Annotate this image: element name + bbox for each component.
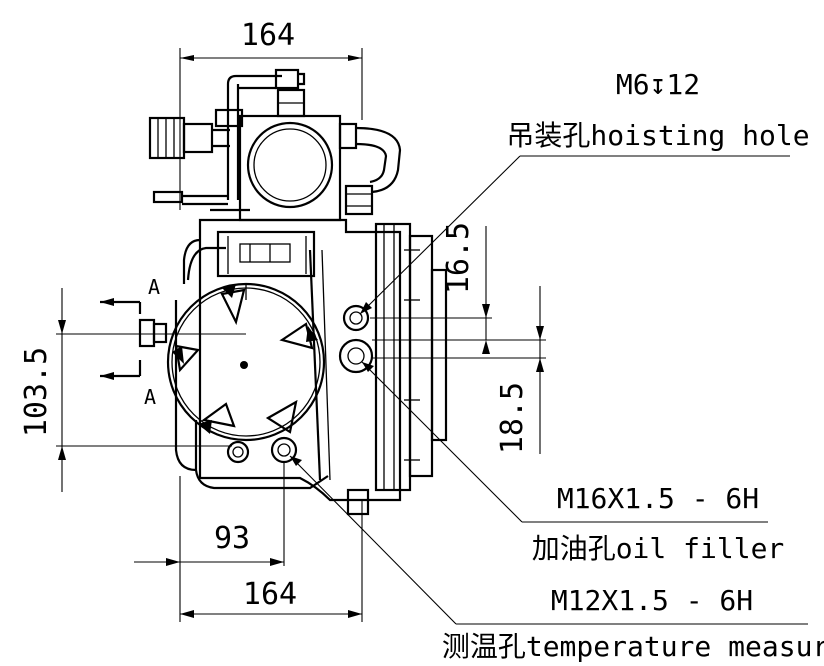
hoisting-hole-feature: [342, 304, 370, 332]
right-flange: [308, 222, 448, 516]
top-width-value: 164: [241, 18, 295, 53]
main-housing: [174, 218, 402, 502]
upper-block: [210, 108, 342, 222]
left-bottom-port: [226, 440, 250, 464]
section-mark-upper: A: [148, 275, 160, 299]
hoisting-hole-spec: M6↧12: [616, 68, 700, 101]
right-upper-value: 16.5: [441, 222, 476, 294]
top-width-dimension: 164: [179, 18, 363, 210]
oil-filler-spec: M16X1.5 - 6H: [557, 482, 759, 515]
left-height-dimension: 103.5: [19, 288, 246, 492]
left-height-value: 103.5: [19, 347, 54, 437]
temperature-label: 测温孔temperature measure: [442, 630, 824, 663]
temperature-callout: M12X1.5 - 6H 测温孔temperature measure: [289, 455, 824, 663]
top-pipe-fitting: [226, 68, 306, 200]
right-discharge-pipe: [338, 122, 402, 216]
offset-93-value: 93: [214, 521, 250, 556]
bottom-width-dimension: 164: [179, 476, 363, 622]
left-solenoid-fitting: [148, 116, 230, 206]
hoisting-hole-label: 吊装孔hoisting hole: [506, 119, 809, 152]
left-shaft-stub: A A: [100, 275, 168, 409]
right-lower-dimension: 18.5: [372, 286, 546, 454]
right-lower-value: 18.5: [495, 382, 530, 454]
temperature-spec: M12X1.5 - 6H: [551, 584, 753, 617]
bottom-width-value: 164: [243, 577, 297, 612]
section-mark-lower: A: [144, 385, 156, 409]
oil-filler-label: 加油孔oil filler: [532, 532, 785, 565]
oil-filler-feature: [338, 338, 374, 374]
right-upper-dimension: 16.5: [370, 222, 492, 354]
hoisting-hole-callout: M6↧12 吊装孔hoisting hole: [359, 68, 810, 315]
oil-filler-callout: M16X1.5 - 6H 加油孔oil filler: [361, 361, 785, 565]
end-cover: [166, 282, 326, 442]
offset-93-dimension: 93: [134, 462, 285, 566]
